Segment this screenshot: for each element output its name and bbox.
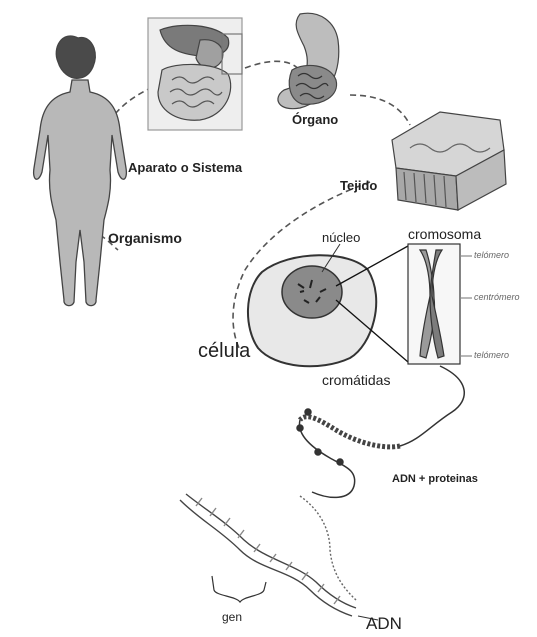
cell bbox=[248, 255, 376, 366]
gene-label: gen bbox=[222, 610, 242, 624]
organ-label: Órgano bbox=[292, 112, 338, 127]
chromosome-label: cromosoma bbox=[408, 226, 481, 242]
tissue-block bbox=[392, 112, 506, 210]
gene-bracket bbox=[212, 576, 266, 602]
telomere-top-label: telómero bbox=[474, 250, 509, 260]
centromere-label: centrómero bbox=[474, 292, 520, 302]
tissue-label: Tejido bbox=[340, 178, 377, 193]
cell-label: célula bbox=[198, 340, 250, 363]
nucleus-label: núcleo bbox=[322, 230, 360, 245]
stomach-organ bbox=[278, 13, 339, 108]
system-label: Aparato o Sistema bbox=[128, 160, 242, 175]
dna-label: ADN bbox=[366, 614, 402, 634]
telomere-bottom-label: telómero bbox=[474, 350, 509, 360]
chromatids-label: cromátidas bbox=[322, 372, 390, 388]
dna-proteins-label: ADN + proteinas bbox=[392, 473, 478, 485]
organism-figure bbox=[34, 36, 127, 306]
organism-label: Organismo bbox=[108, 230, 182, 246]
chromosome bbox=[408, 244, 472, 364]
digestive-system bbox=[148, 18, 242, 130]
dna-helix bbox=[180, 494, 356, 616]
